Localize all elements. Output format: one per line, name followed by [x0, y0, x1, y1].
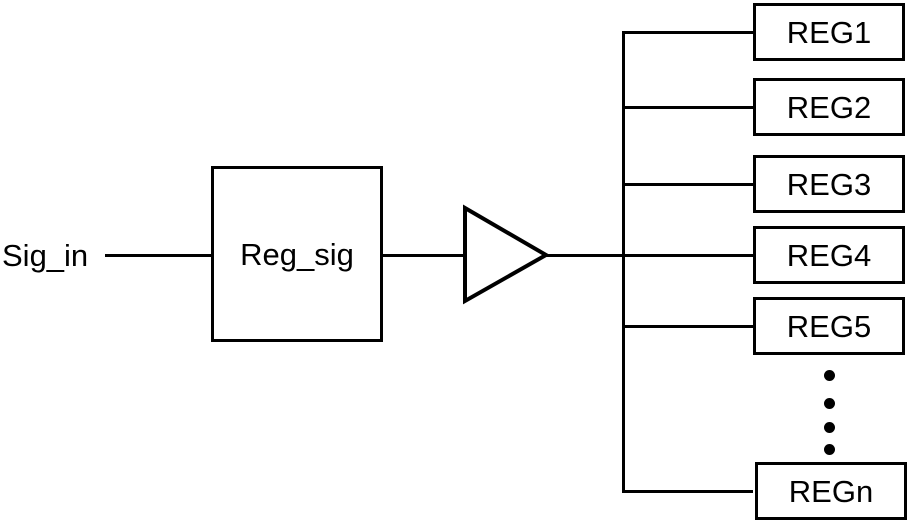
wire-branch-reg4: [622, 254, 753, 257]
wire-branch-reg1: [622, 31, 753, 34]
wire-source-to-buffer: [383, 254, 465, 257]
wire-branch-reg2: [622, 106, 753, 109]
input-signal-label: Sig_in: [2, 237, 89, 273]
wire-buffer-to-bus: [544, 254, 624, 257]
reg-block-n: REGn: [755, 462, 907, 520]
reg-sig-label: Reg_sig: [240, 236, 354, 272]
reg-block-3: REG3: [753, 155, 905, 213]
reg-label-2: REG2: [786, 89, 872, 125]
reg-block-2: REG2: [753, 78, 905, 136]
ellipsis-dot: [824, 370, 835, 381]
reg-label-4: REG4: [786, 237, 872, 273]
reg-label-n: REGn: [788, 473, 874, 509]
bus-line: [622, 31, 625, 493]
wire-branch-reg3: [622, 183, 753, 186]
reg-label-3: REG3: [786, 166, 872, 202]
reg-label-5: REG5: [786, 308, 872, 344]
ellipsis-dot: [824, 398, 835, 409]
wire-input: [105, 254, 214, 257]
wire-branch-reg5: [622, 325, 753, 328]
reg-label-1: REG1: [786, 14, 872, 50]
reg-block-4: REG4: [753, 226, 905, 284]
reg-block-5: REG5: [753, 297, 905, 355]
ellipsis-dot: [824, 422, 835, 433]
wire-branch-regn: [622, 490, 753, 493]
ellipsis-dot: [824, 444, 835, 455]
reg-sig-block: Reg_sig: [211, 166, 383, 342]
buffer-triangle-icon: [463, 204, 551, 305]
reg-block-1: REG1: [753, 3, 905, 61]
